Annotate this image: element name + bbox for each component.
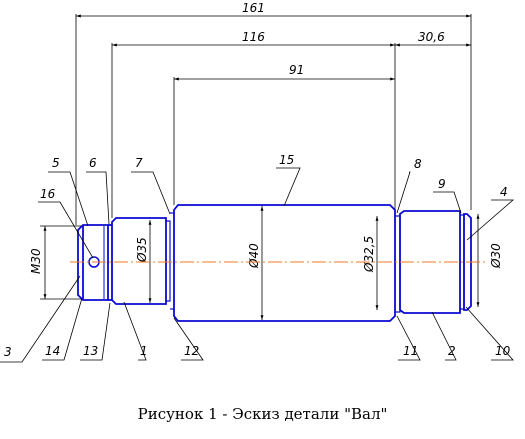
callout-1: 1 [140,344,148,358]
dim-text-30-6: 30,6 [418,30,445,44]
dimension-lines [40,14,480,320]
dim-text-d35: Ø35 [135,237,149,263]
callout-10: 10 [495,344,511,358]
callout-2: 2 [448,344,456,358]
callout-8: 8 [414,157,422,171]
dim-text-161: 161 [242,1,265,15]
callout-15: 15 [279,153,294,167]
callout-13: 13 [83,344,98,358]
dim-text-d40: Ø40 [247,243,261,269]
shaft-segment-d32-5 [399,210,461,314]
shaft-segment-d40 [173,204,396,322]
callout-3: 3 [4,345,12,359]
figure-caption: Рисунок 1 - Эскиз детали "Вал" [137,405,388,423]
callout-14: 14 [45,344,60,358]
callout-4: 4 [500,185,508,199]
callout-12: 12 [184,344,199,358]
dim-text-m30: М30 [29,248,43,274]
callout-5: 5 [52,156,60,170]
shaft-segment-d30 [463,213,472,311]
shaft-outline [77,204,472,322]
callout-numbers: 5 6 7 15 16 8 9 4 3 14 13 1 12 11 2 10 [4,153,511,359]
extension-lines [75,14,472,225]
leader-lines [0,167,515,363]
callout-11: 11 [403,344,418,358]
callout-7: 7 [135,156,143,170]
dim-text-116: 116 [242,30,265,44]
dim-text-d30: Ø30 [489,243,503,269]
callout-16: 16 [40,187,56,201]
dim-text-91: 91 [289,63,304,77]
callout-6: 6 [89,156,97,170]
callout-9: 9 [438,177,446,191]
dim-text-d32-5: Ø32,5 [362,236,376,273]
dimension-texts: 161 116 30,6 91 М30 Ø35 Ø40 Ø32,5 Ø30 [29,1,503,274]
